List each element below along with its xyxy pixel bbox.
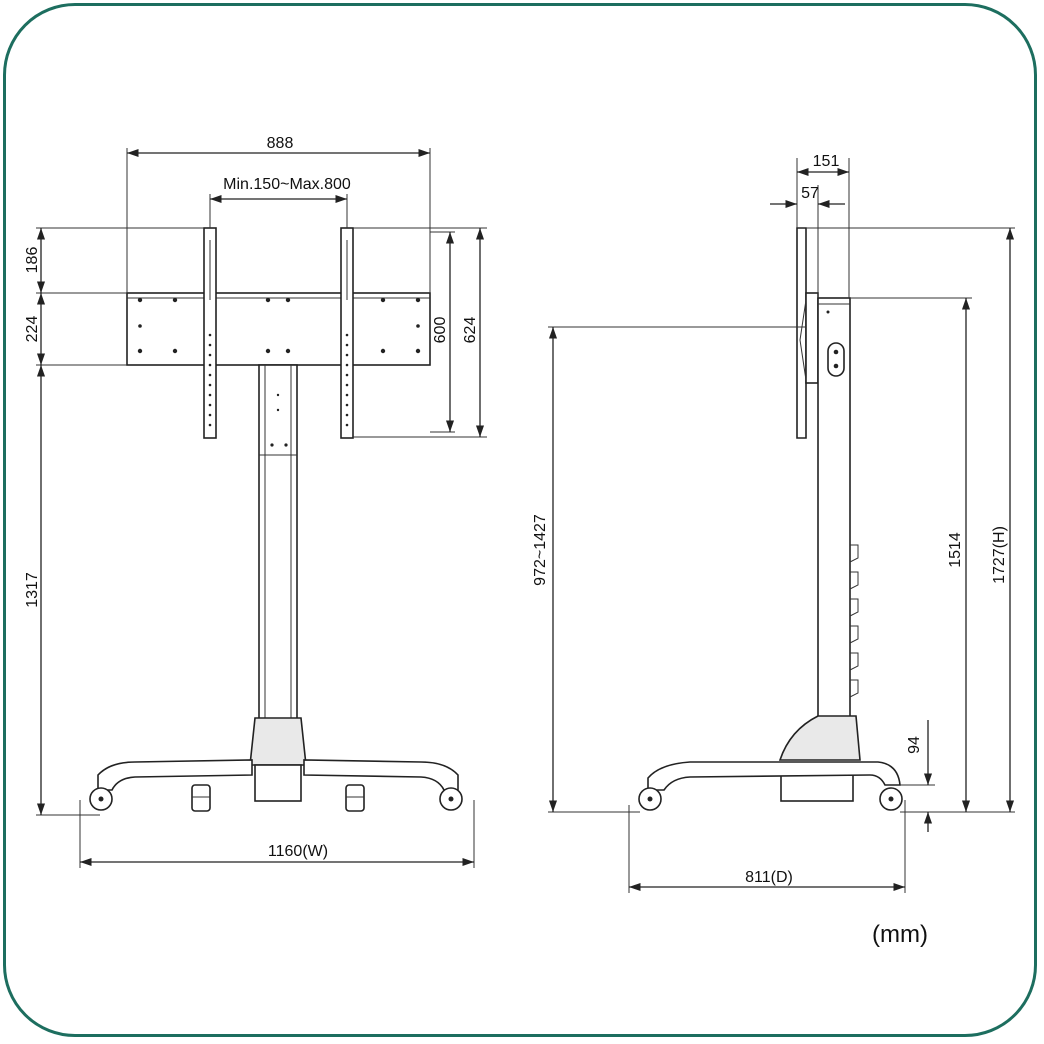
front-base-block: [254, 764, 302, 802]
unit-label: (mm): [872, 921, 928, 948]
front-view: 888 Min.150~Max.800 186 224 1317 600 624…: [24, 135, 487, 868]
side-view: 151 57 972~1427 1514 1727(H) 94 811(D): [532, 153, 1015, 893]
dim-600: 600: [432, 317, 449, 344]
side-base-housing: [778, 715, 861, 761]
side-leg: [647, 761, 901, 791]
front-casters: [89, 784, 463, 812]
dim-972-1427: 972~1427: [532, 514, 549, 586]
dim-811-d: 811(D): [745, 869, 793, 886]
dim-1317: 1317: [24, 572, 41, 608]
dim-624: 624: [462, 317, 479, 344]
dim-1727-h: 1727(H): [991, 526, 1008, 584]
side-handle: [827, 342, 845, 377]
dim-186: 186: [24, 247, 41, 274]
dim-57: 57: [801, 185, 819, 202]
front-left-leg: [97, 759, 253, 791]
dim-151: 151: [813, 153, 840, 170]
plate-holes: [137, 297, 421, 354]
front-mount-plate: [126, 292, 431, 366]
side-bracket: [805, 292, 819, 384]
dim-1514: 1514: [947, 532, 964, 568]
dim-888: 888: [267, 135, 294, 152]
front-base-housing: [249, 717, 307, 766]
dim-vesa-range: Min.150~Max.800: [223, 176, 351, 193]
front-right-leg: [303, 759, 459, 791]
dim-94: 94: [906, 736, 923, 754]
dim-1160-w: 1160(W): [268, 843, 328, 860]
rounded-frame: [3, 3, 1037, 1037]
cable-clips: [849, 544, 859, 698]
dim-224: 224: [24, 316, 41, 343]
arm-holes: [208, 333, 349, 427]
